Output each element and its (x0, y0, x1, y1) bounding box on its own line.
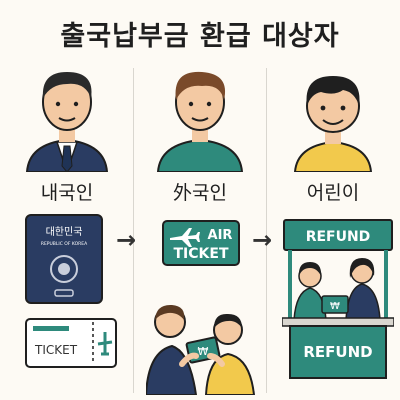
passport-title: 대한민국 (46, 226, 83, 238)
money-exchange-illustration: ₩ (146, 304, 256, 395)
ticket-icon: TICKET (25, 318, 117, 368)
column-divider-2 (266, 68, 267, 393)
refund-banner: REFUND (306, 229, 371, 245)
child-avatar (293, 76, 373, 172)
label-child: 어린이 (306, 182, 360, 204)
foreign-man-avatar (156, 71, 244, 172)
air-ticket-icon: AIR TICKET (162, 220, 240, 266)
label-foreigner: 外국인 (173, 182, 227, 204)
korean-man-avatar (25, 72, 109, 172)
booth-money-symbol: ₩ (330, 301, 340, 312)
ticket-label: TICKET (34, 343, 78, 357)
passport-icon: 대한민국 REPUBLIC OF KOREA (25, 214, 103, 304)
arrow-right-icon-2: → (252, 226, 273, 254)
air-ticket-line1: AIR (208, 228, 233, 243)
refund-counter-label: REFUND (303, 343, 372, 361)
passport-subtitle: REPUBLIC OF KOREA (41, 241, 88, 247)
air-ticket-line2: TICKET (174, 246, 229, 262)
column-divider-1 (133, 68, 134, 393)
arrow-right-icon: → (116, 226, 137, 254)
label-korean: 내국인 (40, 182, 94, 204)
refund-booth-illustration: REFUND ₩ REFUND (282, 219, 394, 379)
page-title: 출국납부금 환급 대상자 (60, 21, 340, 52)
exchange-currency-symbol: ₩ (198, 345, 209, 358)
